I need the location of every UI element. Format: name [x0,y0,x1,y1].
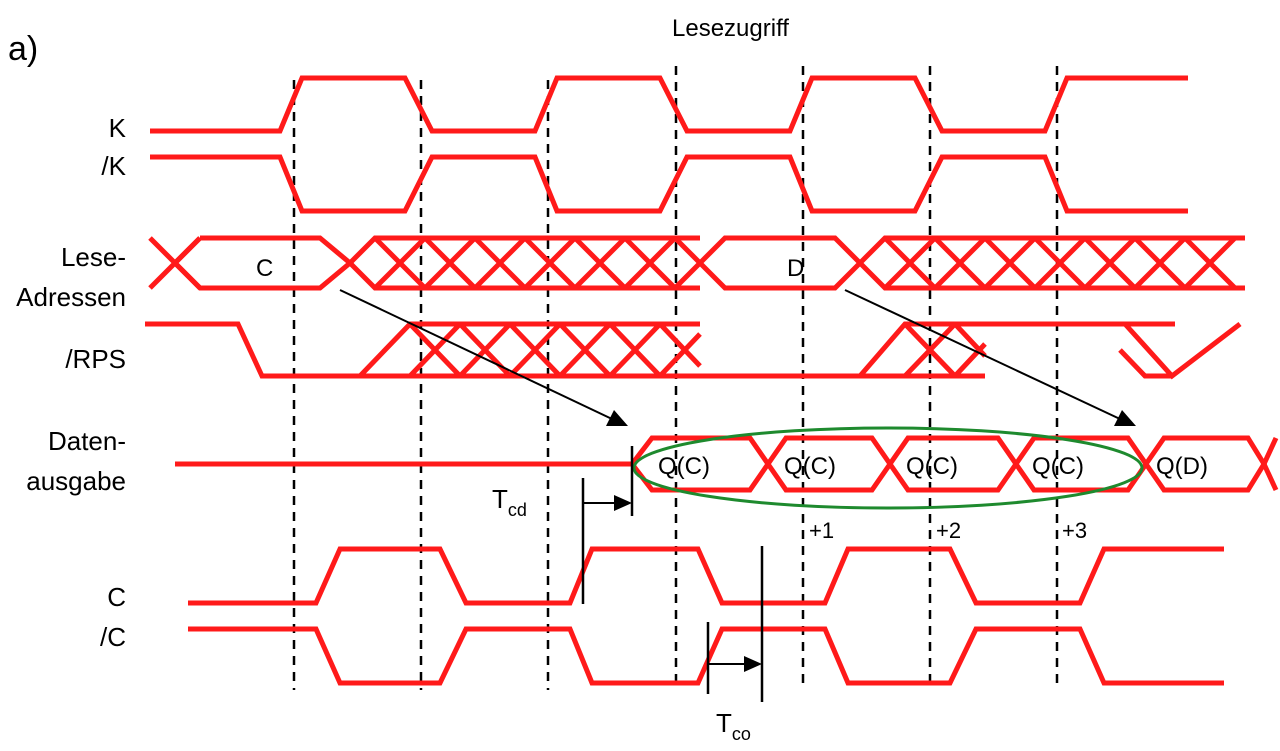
address-value-d: D [787,255,804,282]
label-data-out-2: ausgabe [26,466,126,496]
offset-label-2: +2 [936,518,961,543]
tcd-main: T [492,484,508,514]
waveform-read-address [148,235,1245,291]
offset-label-1: +1 [809,518,834,543]
panel-label: a) [8,30,38,68]
label-read-addr-1: Lese- [61,242,126,272]
label-c: C [107,582,126,612]
tcd-sub: cd [508,500,527,520]
label-data-out-1: Daten- [48,426,126,456]
waveform-k [150,75,1188,134]
tco-sub: co [732,724,751,744]
address-value-c: C [256,255,273,282]
label-read-addr-2: Adressen [16,282,126,312]
waveform-rps [145,321,1242,380]
arrow-head [606,410,628,426]
tcd-marker [581,446,634,604]
label-k: K [109,113,127,143]
label-rps: /RPS [65,344,126,374]
waveform-c-n [188,626,1224,686]
tco-main: T [716,708,732,738]
data-value-5: Q(D) [1156,453,1208,480]
waveform-k-n [150,154,1188,214]
latency-arrows [339,289,1136,426]
data-value-1: Q(C) [658,453,710,480]
data-value-2: Q(C) [784,453,836,480]
data-value-3: Q(C) [906,453,958,480]
tco-marker [706,546,764,702]
waveform-c [188,546,1224,606]
burst-highlight-ellipse [632,426,1144,510]
label-c-n: /C [100,622,126,652]
arrow-d-to-qd [844,289,1121,420]
data-value-4: Q(C) [1032,453,1084,480]
arrow-head [1114,410,1136,426]
diagram-title: Lesezugriff [672,15,789,42]
label-k-n: /K [101,151,126,181]
tco-label: Tco [716,708,751,744]
waveform-data-output [175,435,1279,493]
offset-label-3: +3 [1062,518,1087,543]
arrow-c-to-qc [339,289,613,420]
tcd-label: Tcd [492,484,527,520]
